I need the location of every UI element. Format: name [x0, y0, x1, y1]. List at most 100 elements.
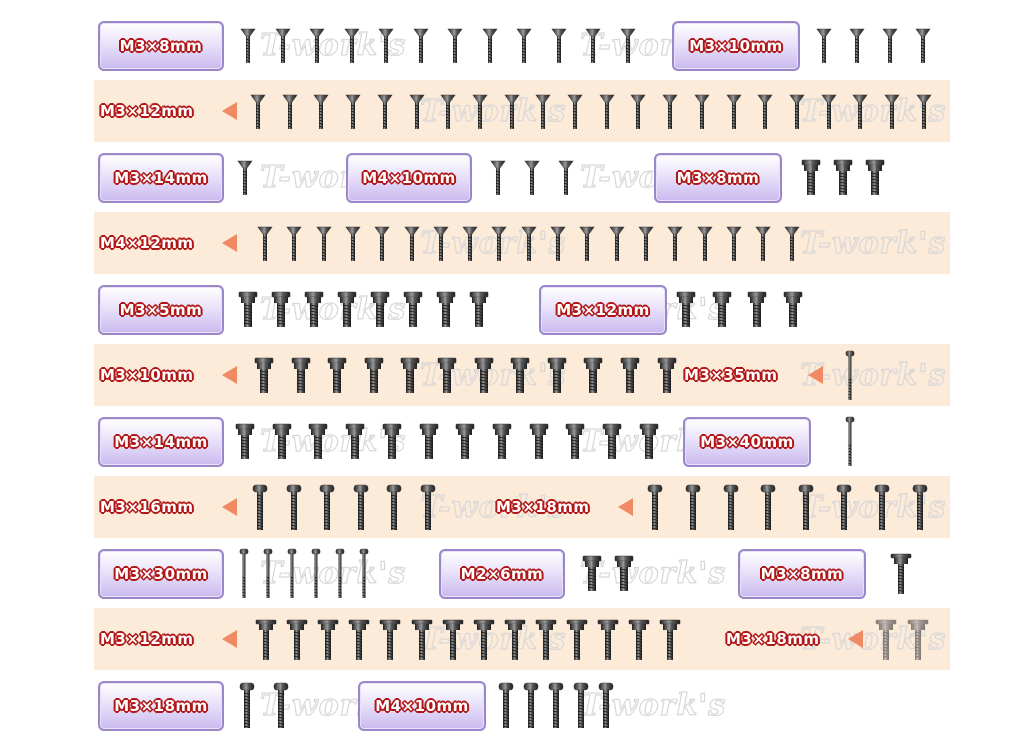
screw-icon	[614, 555, 634, 591]
screw-icon	[271, 291, 291, 327]
screw-icon	[510, 357, 530, 393]
screw-icon	[420, 484, 435, 530]
screw-icon	[558, 160, 574, 195]
screw-icon	[386, 484, 402, 530]
size-label: M3×10mm	[100, 355, 216, 395]
size-label: M3×12mm	[100, 619, 216, 659]
screw-icon	[757, 94, 773, 129]
screw-icon	[535, 94, 551, 129]
screw-icon	[550, 28, 567, 63]
screw-icon	[240, 28, 256, 63]
size-label: M4×10mm	[346, 153, 472, 203]
screw-icon	[726, 226, 742, 261]
size-label-text: M3×10mm	[100, 366, 194, 384]
screw-icon	[474, 357, 493, 393]
screw-icon	[659, 619, 681, 660]
screw-icon	[747, 291, 767, 327]
watermark-logo: T-work's	[419, 489, 567, 525]
screw-icon	[630, 94, 646, 129]
screw-icon	[374, 226, 390, 261]
screw-icon	[784, 226, 800, 261]
size-label-text: M3×18mm	[496, 498, 590, 516]
screw-icon	[597, 619, 619, 660]
screw-icon	[370, 291, 390, 327]
screw-icon	[548, 682, 564, 728]
size-label-text: M4×10mm	[375, 697, 469, 715]
screw-icon	[833, 159, 853, 195]
screw-icon	[327, 357, 347, 393]
size-label-text: M3×8mm	[119, 37, 203, 55]
pointer-arrow-icon	[222, 102, 237, 120]
size-label-text: M3×12mm	[100, 102, 194, 120]
size-label: M2×6mm	[439, 549, 565, 599]
screw-icon	[472, 94, 488, 129]
size-label: M3×35mm	[684, 355, 802, 395]
screw-icon	[239, 548, 249, 598]
screw-icon	[411, 619, 432, 660]
size-label: M3×8mm	[98, 21, 224, 71]
size-label: M3×40mm	[683, 417, 811, 467]
screw-icon	[620, 357, 640, 393]
screw-icon	[433, 226, 449, 261]
size-label: M3×18mm	[496, 487, 612, 527]
screw-icon	[801, 159, 821, 195]
screw-icon	[585, 28, 601, 63]
screw-icon	[550, 226, 566, 261]
screw-row-5: T-work'sT-work'sM3×5mm	[0, 278, 1024, 340]
screw-icon	[408, 94, 425, 129]
pointer-arrow-icon	[222, 366, 237, 384]
screw-icon	[419, 423, 438, 459]
size-label-text: M3×18mm	[726, 630, 820, 648]
screw-icon	[319, 484, 335, 530]
size-label: M3×30mm	[98, 549, 224, 599]
screw-icon	[884, 94, 900, 129]
screw-icon	[524, 160, 540, 195]
screw-icon	[761, 484, 776, 530]
screw-icon	[481, 28, 498, 63]
screw-icon	[638, 226, 654, 261]
screw-icon	[845, 350, 855, 400]
screw-icon	[565, 423, 585, 459]
pointer-arrow-icon	[222, 630, 237, 648]
screw-icon	[401, 357, 420, 393]
screw-icon	[579, 226, 595, 261]
screw-icon	[783, 291, 802, 327]
screw-icon	[547, 357, 567, 393]
size-label: M3×10mm	[672, 21, 800, 71]
screw-icon	[353, 484, 368, 530]
screw-icon	[286, 484, 301, 530]
size-label-text: M3×8mm	[760, 565, 844, 583]
screw-icon	[455, 423, 475, 459]
screw-icon	[239, 682, 255, 728]
screw-icon	[573, 682, 589, 728]
screw-icon	[916, 94, 932, 129]
screw-icon	[696, 226, 713, 261]
screw-icon	[274, 28, 291, 63]
screw-icon	[639, 423, 658, 459]
screw-icon	[272, 423, 291, 459]
screw-icon	[462, 226, 478, 261]
screw-icon	[291, 357, 310, 393]
size-label-text: M3×8mm	[676, 169, 760, 187]
size-label-text: M3×30mm	[114, 565, 208, 583]
screw-icon	[337, 291, 357, 327]
screw-icon	[335, 548, 345, 598]
size-label-text: M3×12mm	[100, 630, 194, 648]
screw-icon	[821, 94, 837, 129]
size-label: M3×18mm	[726, 619, 842, 659]
screw-icon	[582, 555, 602, 591]
screw-icon	[273, 682, 289, 728]
screw-icon	[403, 291, 423, 327]
screw-icon	[345, 94, 361, 129]
screw-icon	[235, 423, 255, 459]
screw-icon	[657, 357, 676, 393]
size-label-text: M2×6mm	[460, 565, 544, 583]
screw-icon	[865, 159, 885, 195]
screw-icon	[250, 94, 266, 129]
screw-icon	[252, 484, 268, 530]
size-label-text: M4×12mm	[100, 234, 194, 252]
